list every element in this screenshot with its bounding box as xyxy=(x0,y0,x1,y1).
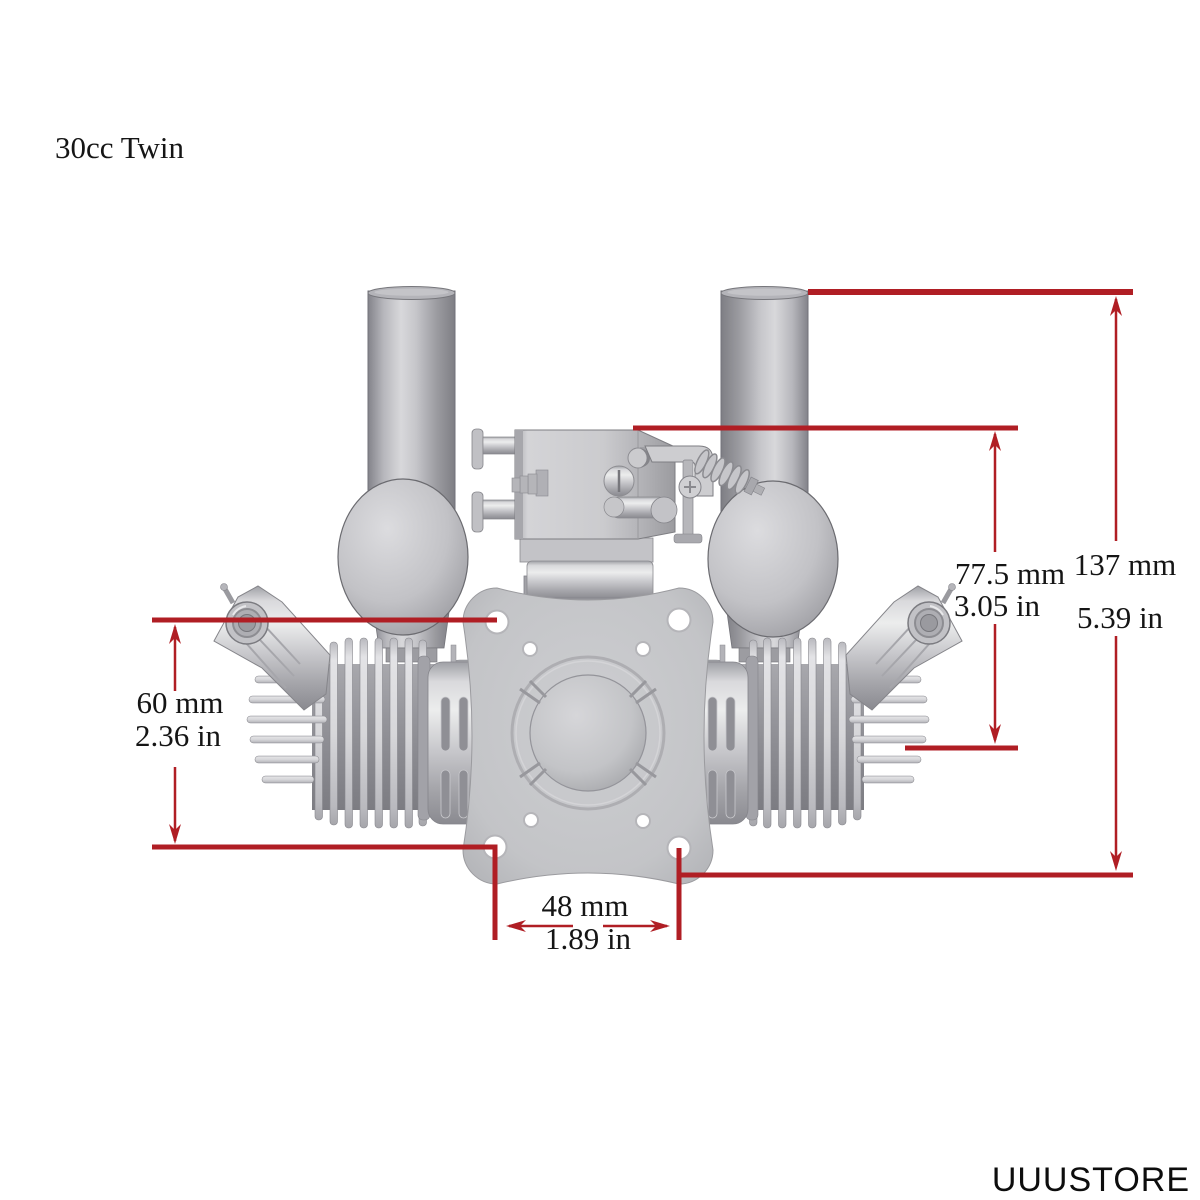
dimension-mount-spacing xyxy=(506,848,682,940)
hub-ribs xyxy=(519,679,657,787)
label-cylinder-in: 2.36 in xyxy=(135,718,222,753)
carburetor xyxy=(471,428,766,544)
small-hole xyxy=(523,812,539,828)
label-carb-in: 3.05 in xyxy=(954,588,1041,623)
muffler-canister-right xyxy=(707,480,839,638)
crankcase-hub xyxy=(529,674,647,792)
throttle-arm xyxy=(682,459,694,539)
label-overall-mm: 137 mm xyxy=(1074,547,1176,582)
label-cylinder-mm: 60 mm xyxy=(137,685,224,720)
cylinder-right xyxy=(682,584,962,829)
label-carb-mm: 77.5 mm xyxy=(955,556,1065,591)
small-hole xyxy=(635,813,651,829)
spring xyxy=(694,449,766,496)
diagram-title: 30cc Twin xyxy=(55,130,184,165)
engine-drawing xyxy=(214,286,962,885)
label-mount-mm: 48 mm xyxy=(542,888,629,923)
store-watermark: UUUSTORE xyxy=(992,1161,1190,1199)
muffler-canister-left xyxy=(337,478,469,636)
dimension-carb-height xyxy=(633,425,1018,751)
dimension-overall-height xyxy=(679,289,1133,878)
fuel-barb xyxy=(511,469,549,497)
label-overall-in: 5.39 in xyxy=(1077,600,1164,635)
small-hole xyxy=(522,641,538,657)
mount-hole xyxy=(666,607,692,633)
mounting-plate xyxy=(462,587,714,885)
dimension-cylinder-height xyxy=(152,617,498,940)
label-mount-in: 1.89 in xyxy=(545,921,632,956)
small-hole xyxy=(635,641,651,657)
